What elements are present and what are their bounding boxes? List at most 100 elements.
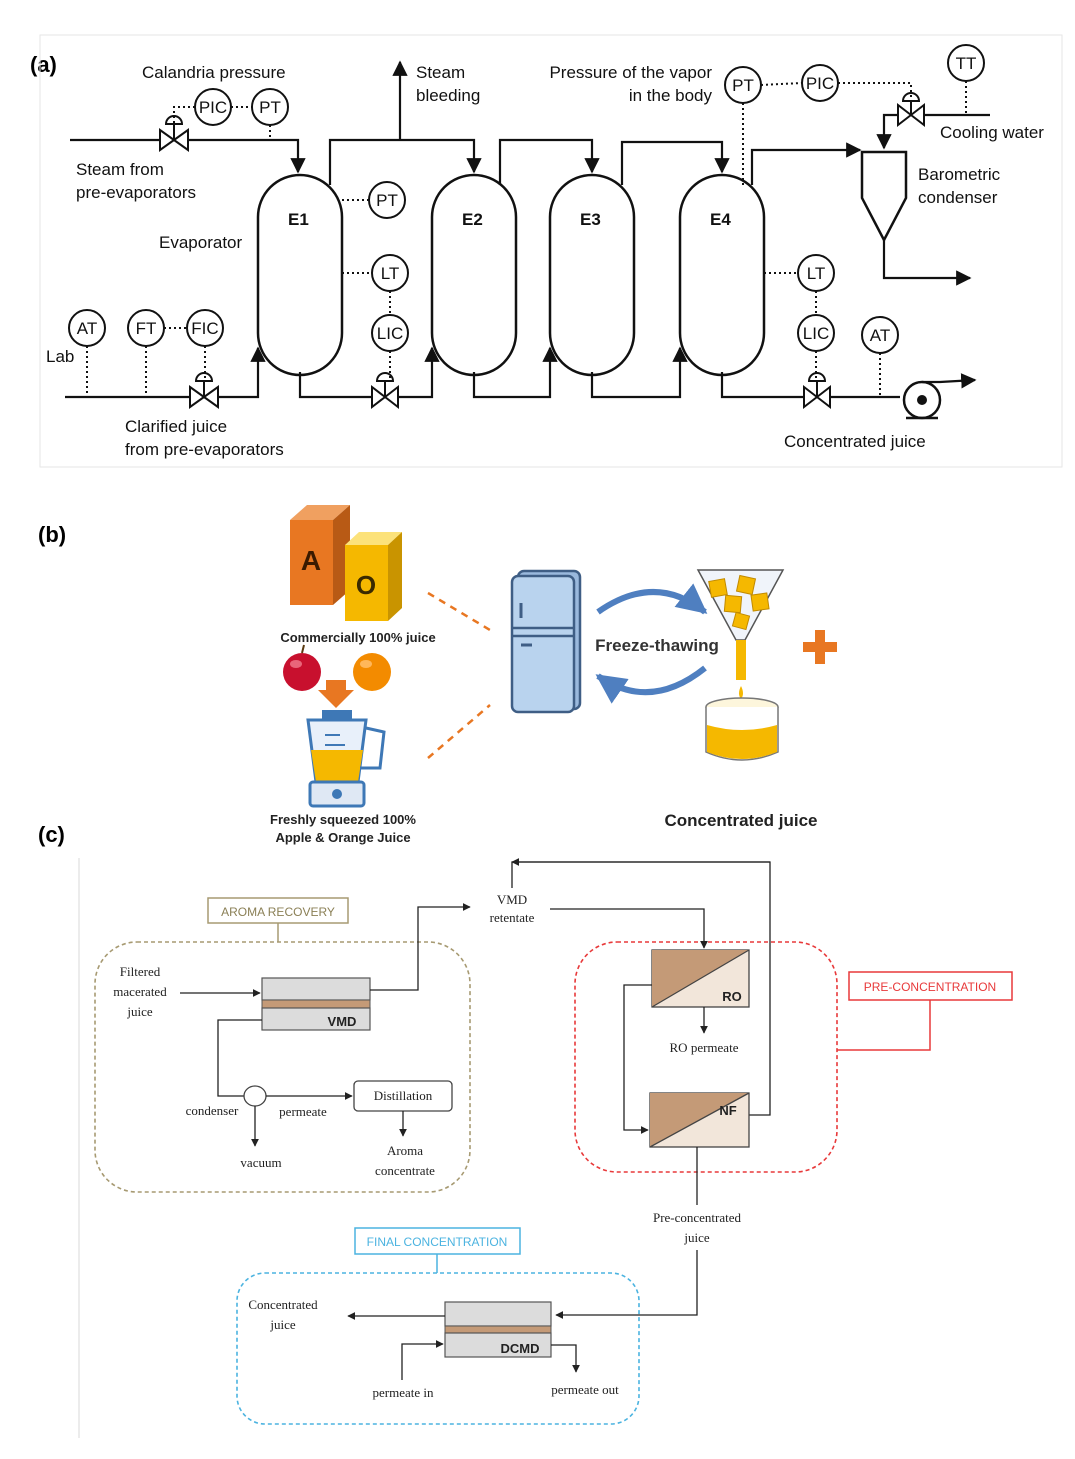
distillation-label: Distillation — [374, 1088, 433, 1103]
concentrated-juice-a-label: Concentrated juice — [784, 432, 926, 451]
instrument-at-outlet: AT — [861, 316, 899, 354]
ro-label: RO — [722, 989, 742, 1004]
instrument-pt-calandria: PT — [251, 88, 289, 126]
barometric-condenser — [860, 150, 908, 243]
svg-text:LT: LT — [381, 264, 400, 283]
lab-label: Lab — [46, 347, 74, 366]
dcmd-label: DCMD — [501, 1341, 540, 1356]
blender-icon — [306, 710, 386, 808]
permeate-in-label: permeate in — [373, 1385, 434, 1400]
steam-bleeding-label-2: bleeding — [416, 86, 480, 105]
aroma-label-2: concentrate — [375, 1163, 435, 1178]
juice-inlet-line — [65, 346, 266, 399]
condenser-outlet — [882, 240, 972, 286]
final-concentration-label: FINAL CONCENTRATION — [367, 1235, 508, 1249]
svg-text:FT: FT — [136, 319, 157, 338]
pre-conc-label-1: Pre-concentrated — [653, 1210, 742, 1225]
juice-box-o: O — [345, 532, 402, 621]
evaporator-label: Evaporator — [159, 233, 242, 252]
cycle-arrow-top — [596, 583, 708, 615]
instrument-pic-calandria: PIC — [194, 88, 232, 126]
permeate-label: permeate — [279, 1104, 327, 1119]
liquor-e2-e3 — [472, 346, 558, 399]
pre-concentration-tag — [848, 971, 1013, 1001]
panel-c: (c) AROMA RECOVERY PRE-CONCENTRATION FIN… — [38, 822, 1013, 1438]
instrument-lic-e4: LIC — [797, 314, 835, 352]
calandria-pressure-label: Calandria pressure — [142, 63, 286, 82]
vessel-e4-label: E4 — [710, 210, 731, 229]
vessel-e2-label: E2 — [462, 210, 483, 229]
conc-juice-label-1: Concentrated — [248, 1297, 318, 1312]
pre-conc-to-dcmd — [555, 1250, 698, 1319]
vapor-pressure-label-2: in the body — [629, 86, 713, 105]
filtered-label-3: juice — [126, 1004, 152, 1019]
clarified-label-1: Clarified juice — [125, 417, 227, 436]
vessel-e3-label: E3 — [580, 210, 601, 229]
liquor-e3-e4 — [590, 346, 688, 399]
steam-bleeding-label-1: Steam — [416, 63, 465, 82]
evaporator-e1 — [256, 173, 344, 377]
cooling-water-line — [876, 113, 990, 150]
svg-text:PT: PT — [259, 98, 281, 117]
svg-text:PIC: PIC — [806, 74, 834, 93]
ro-permeate-label: RO permeate — [670, 1040, 739, 1055]
vmd-module — [261, 977, 371, 1031]
nf-label: NF — [719, 1103, 736, 1118]
freezer-icon — [510, 569, 582, 714]
vapor-pressure-label-1: Pressure of the vapor — [549, 63, 712, 82]
barometric-label-2: condenser — [918, 188, 998, 207]
vapor-e3-e4 — [620, 140, 730, 185]
conc-juice-label-2: juice — [269, 1317, 295, 1332]
cycle-arrow-bottom — [595, 665, 707, 704]
concentrated-juice-b-label: Concentrated juice — [664, 811, 817, 830]
instrument-lic-e1: LIC — [371, 314, 409, 352]
svg-text:AT: AT — [870, 326, 890, 345]
box-a-letter: A — [301, 545, 321, 576]
vapor-e1-e2 — [328, 138, 482, 185]
ro-to-nf — [623, 984, 652, 1134]
instrument-pt-e1: PT — [368, 181, 406, 219]
svg-text:AT: AT — [77, 319, 97, 338]
e4-outlet-line — [720, 372, 900, 399]
pre-conc-label-2: juice — [683, 1230, 709, 1245]
svg-text:LIC: LIC — [377, 324, 403, 343]
instrument-pic-body: PIC — [801, 64, 839, 102]
instrument-pt-body: PT — [724, 66, 762, 104]
condenser-label: condenser — [186, 1103, 239, 1118]
panel-c-label: (c) — [38, 822, 65, 847]
aroma-recovery-label: AROMA RECOVERY — [221, 905, 335, 919]
clarified-label-2: from pre-evaporators — [125, 440, 284, 459]
panel-b: (b) A O Commercially 100% juice — [38, 505, 837, 845]
barometric-label-1: Barometric — [918, 165, 1001, 184]
svg-text:PT: PT — [732, 76, 754, 95]
beaker-icon — [705, 697, 779, 761]
steam-inlet-line — [70, 138, 306, 174]
vmd-label: VMD — [328, 1014, 357, 1029]
steam-from-label-1: Steam from — [76, 160, 164, 179]
cooling-water-label: Cooling water — [940, 123, 1044, 142]
pump-outlet — [922, 373, 977, 389]
retentate-to-ro — [550, 908, 708, 949]
condenser-icon — [243, 1085, 267, 1107]
vmd-permeate-line — [217, 1019, 262, 1097]
svg-text:TT: TT — [956, 54, 977, 73]
commercial-label: Commercially 100% juice — [280, 630, 435, 645]
vapor-e4-condenser — [750, 142, 862, 185]
ro-module — [651, 949, 750, 1008]
panel-a: (a) E1 E2 E3 E4 — [30, 34, 1063, 468]
dashed-link-bottom — [427, 704, 491, 759]
permeate-out-arrow — [551, 1344, 580, 1373]
final-concentration-border — [236, 1272, 640, 1425]
fresh-label-2: Apple & Orange Juice — [275, 830, 410, 845]
dashed-link-top — [427, 591, 491, 632]
aroma-label-1: Aroma — [387, 1143, 423, 1158]
vapor-e2-e3 — [498, 138, 600, 185]
filtered-label-2: macerated — [113, 984, 167, 999]
panel-a-frame — [39, 34, 1063, 468]
filtered-label-1: Filtered — [120, 964, 161, 979]
svg-text:PIC: PIC — [199, 98, 227, 117]
permeate-out-label: permeate out — [551, 1382, 619, 1397]
evaporator-e3 — [548, 173, 636, 377]
svg-text:PT: PT — [376, 191, 398, 210]
